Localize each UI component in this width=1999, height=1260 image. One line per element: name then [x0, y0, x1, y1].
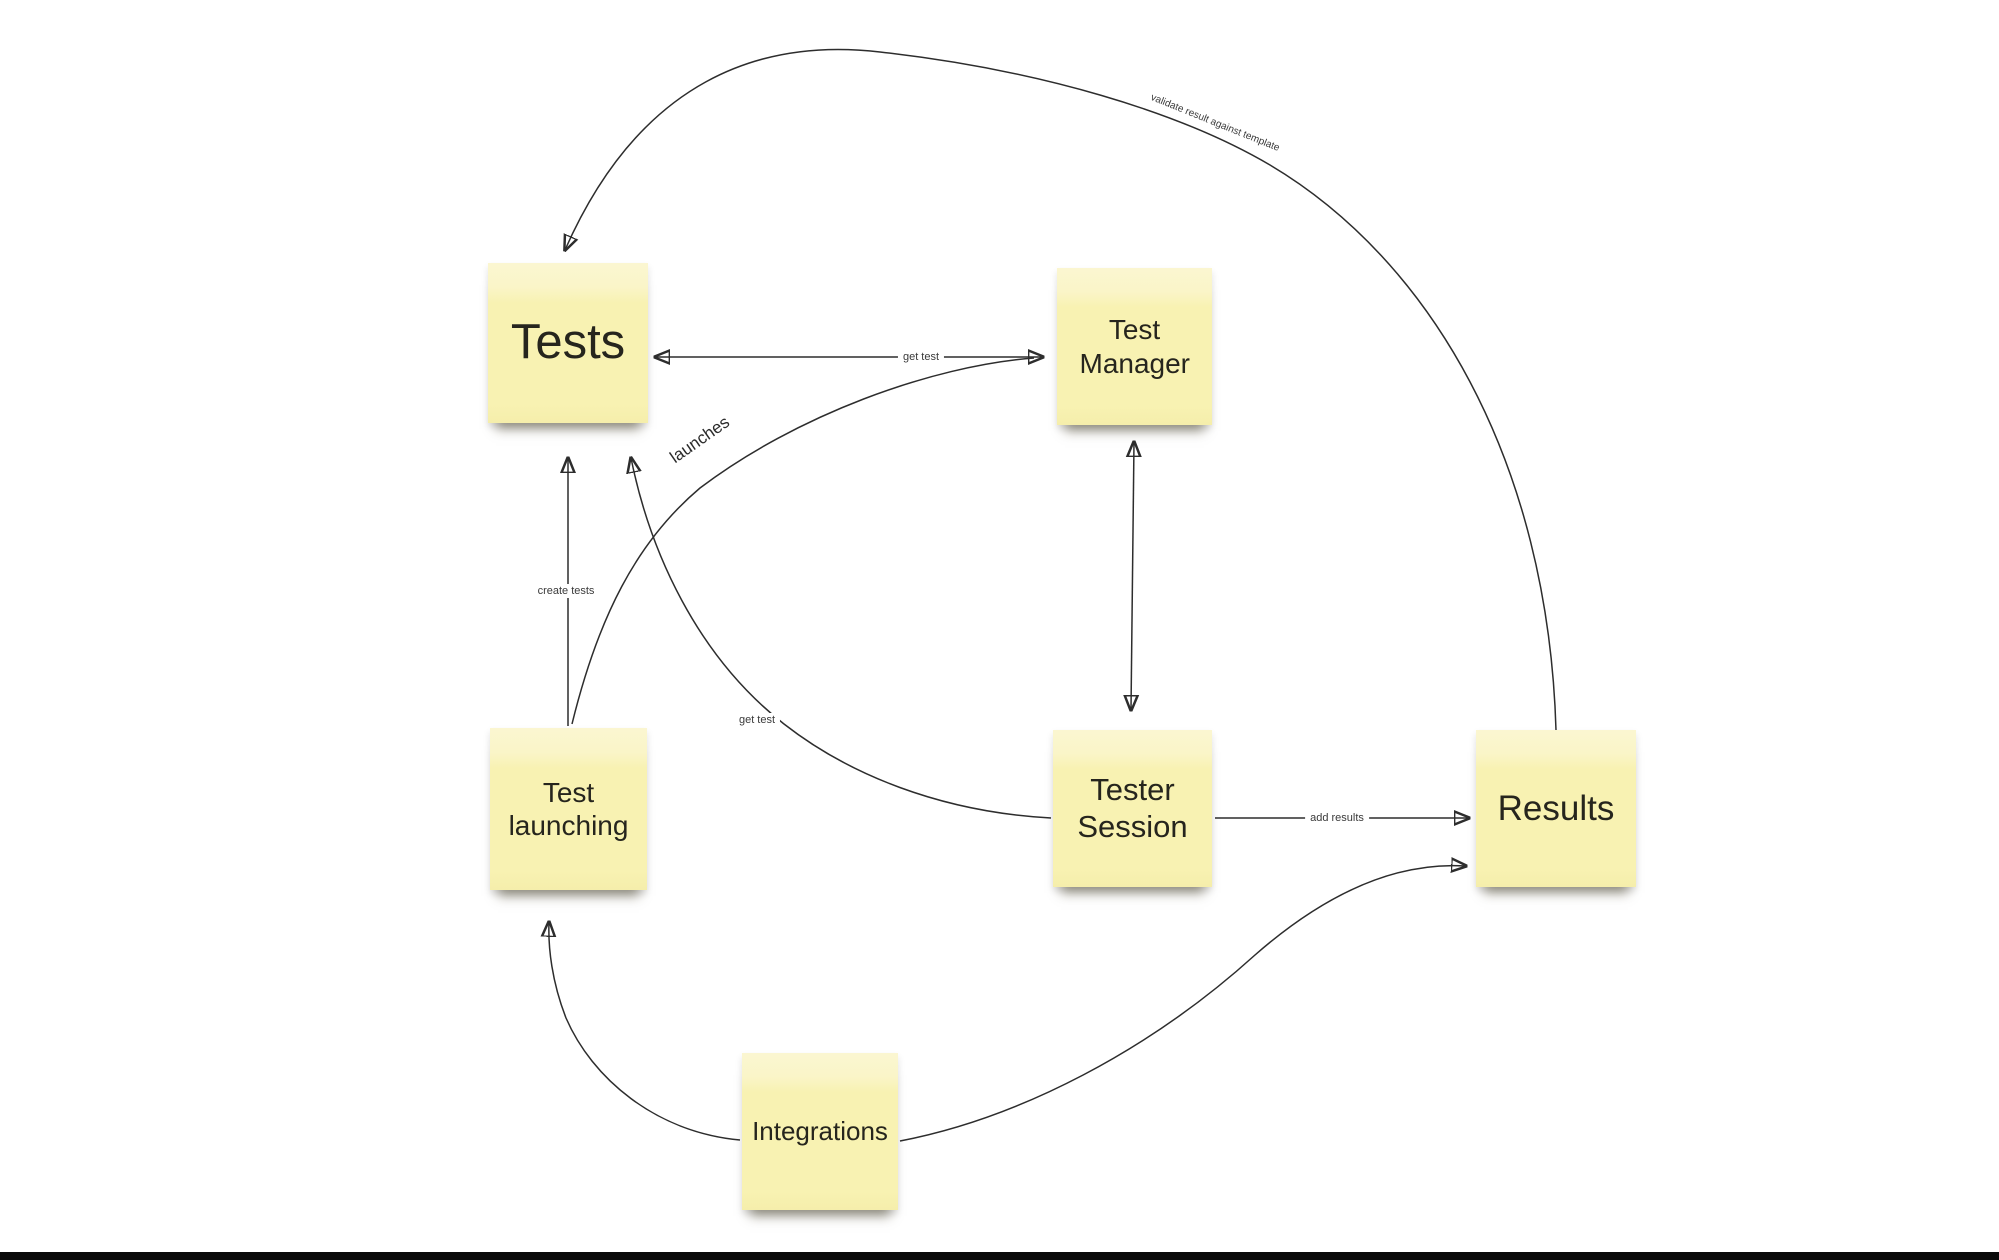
- sticky-note-results[interactable]: Results: [1476, 730, 1636, 887]
- sticky-note-integrations[interactable]: Integrations: [742, 1053, 898, 1210]
- edge-label-create-tests[interactable]: create tests: [532, 584, 600, 598]
- connector-integrations-launching[interactable]: [549, 922, 741, 1141]
- note-label: Results: [1497, 788, 1615, 828]
- sticky-note-test-manager[interactable]: Test Manager: [1057, 268, 1212, 425]
- connector-validate-result-against-template[interactable]: [565, 48, 1557, 731]
- edge-label-get-test-manager[interactable]: get test: [897, 350, 945, 364]
- bottom-bar: [0, 1252, 1999, 1260]
- connector-manager-session[interactable]: [1131, 442, 1134, 710]
- connector-get-test-session[interactable]: [631, 458, 1052, 819]
- connector-launches[interactable]: [571, 357, 1035, 725]
- edge-label-add-results[interactable]: add results: [1305, 811, 1369, 825]
- note-label: Integrations: [752, 1116, 888, 1147]
- note-label: Tests: [510, 315, 626, 370]
- connector-integrations-results[interactable]: [899, 866, 1466, 1142]
- note-label: Test launching: [508, 776, 629, 841]
- sticky-note-tester-session[interactable]: Tester Session: [1053, 730, 1212, 887]
- edge-label-get-test-session[interactable]: get test: [733, 713, 781, 727]
- sticky-note-tests[interactable]: Tests: [488, 263, 648, 423]
- note-label: Tester Session: [1077, 771, 1188, 844]
- sticky-note-test-launching[interactable]: Test launching: [490, 728, 647, 890]
- note-label: Test Manager: [1079, 314, 1191, 379]
